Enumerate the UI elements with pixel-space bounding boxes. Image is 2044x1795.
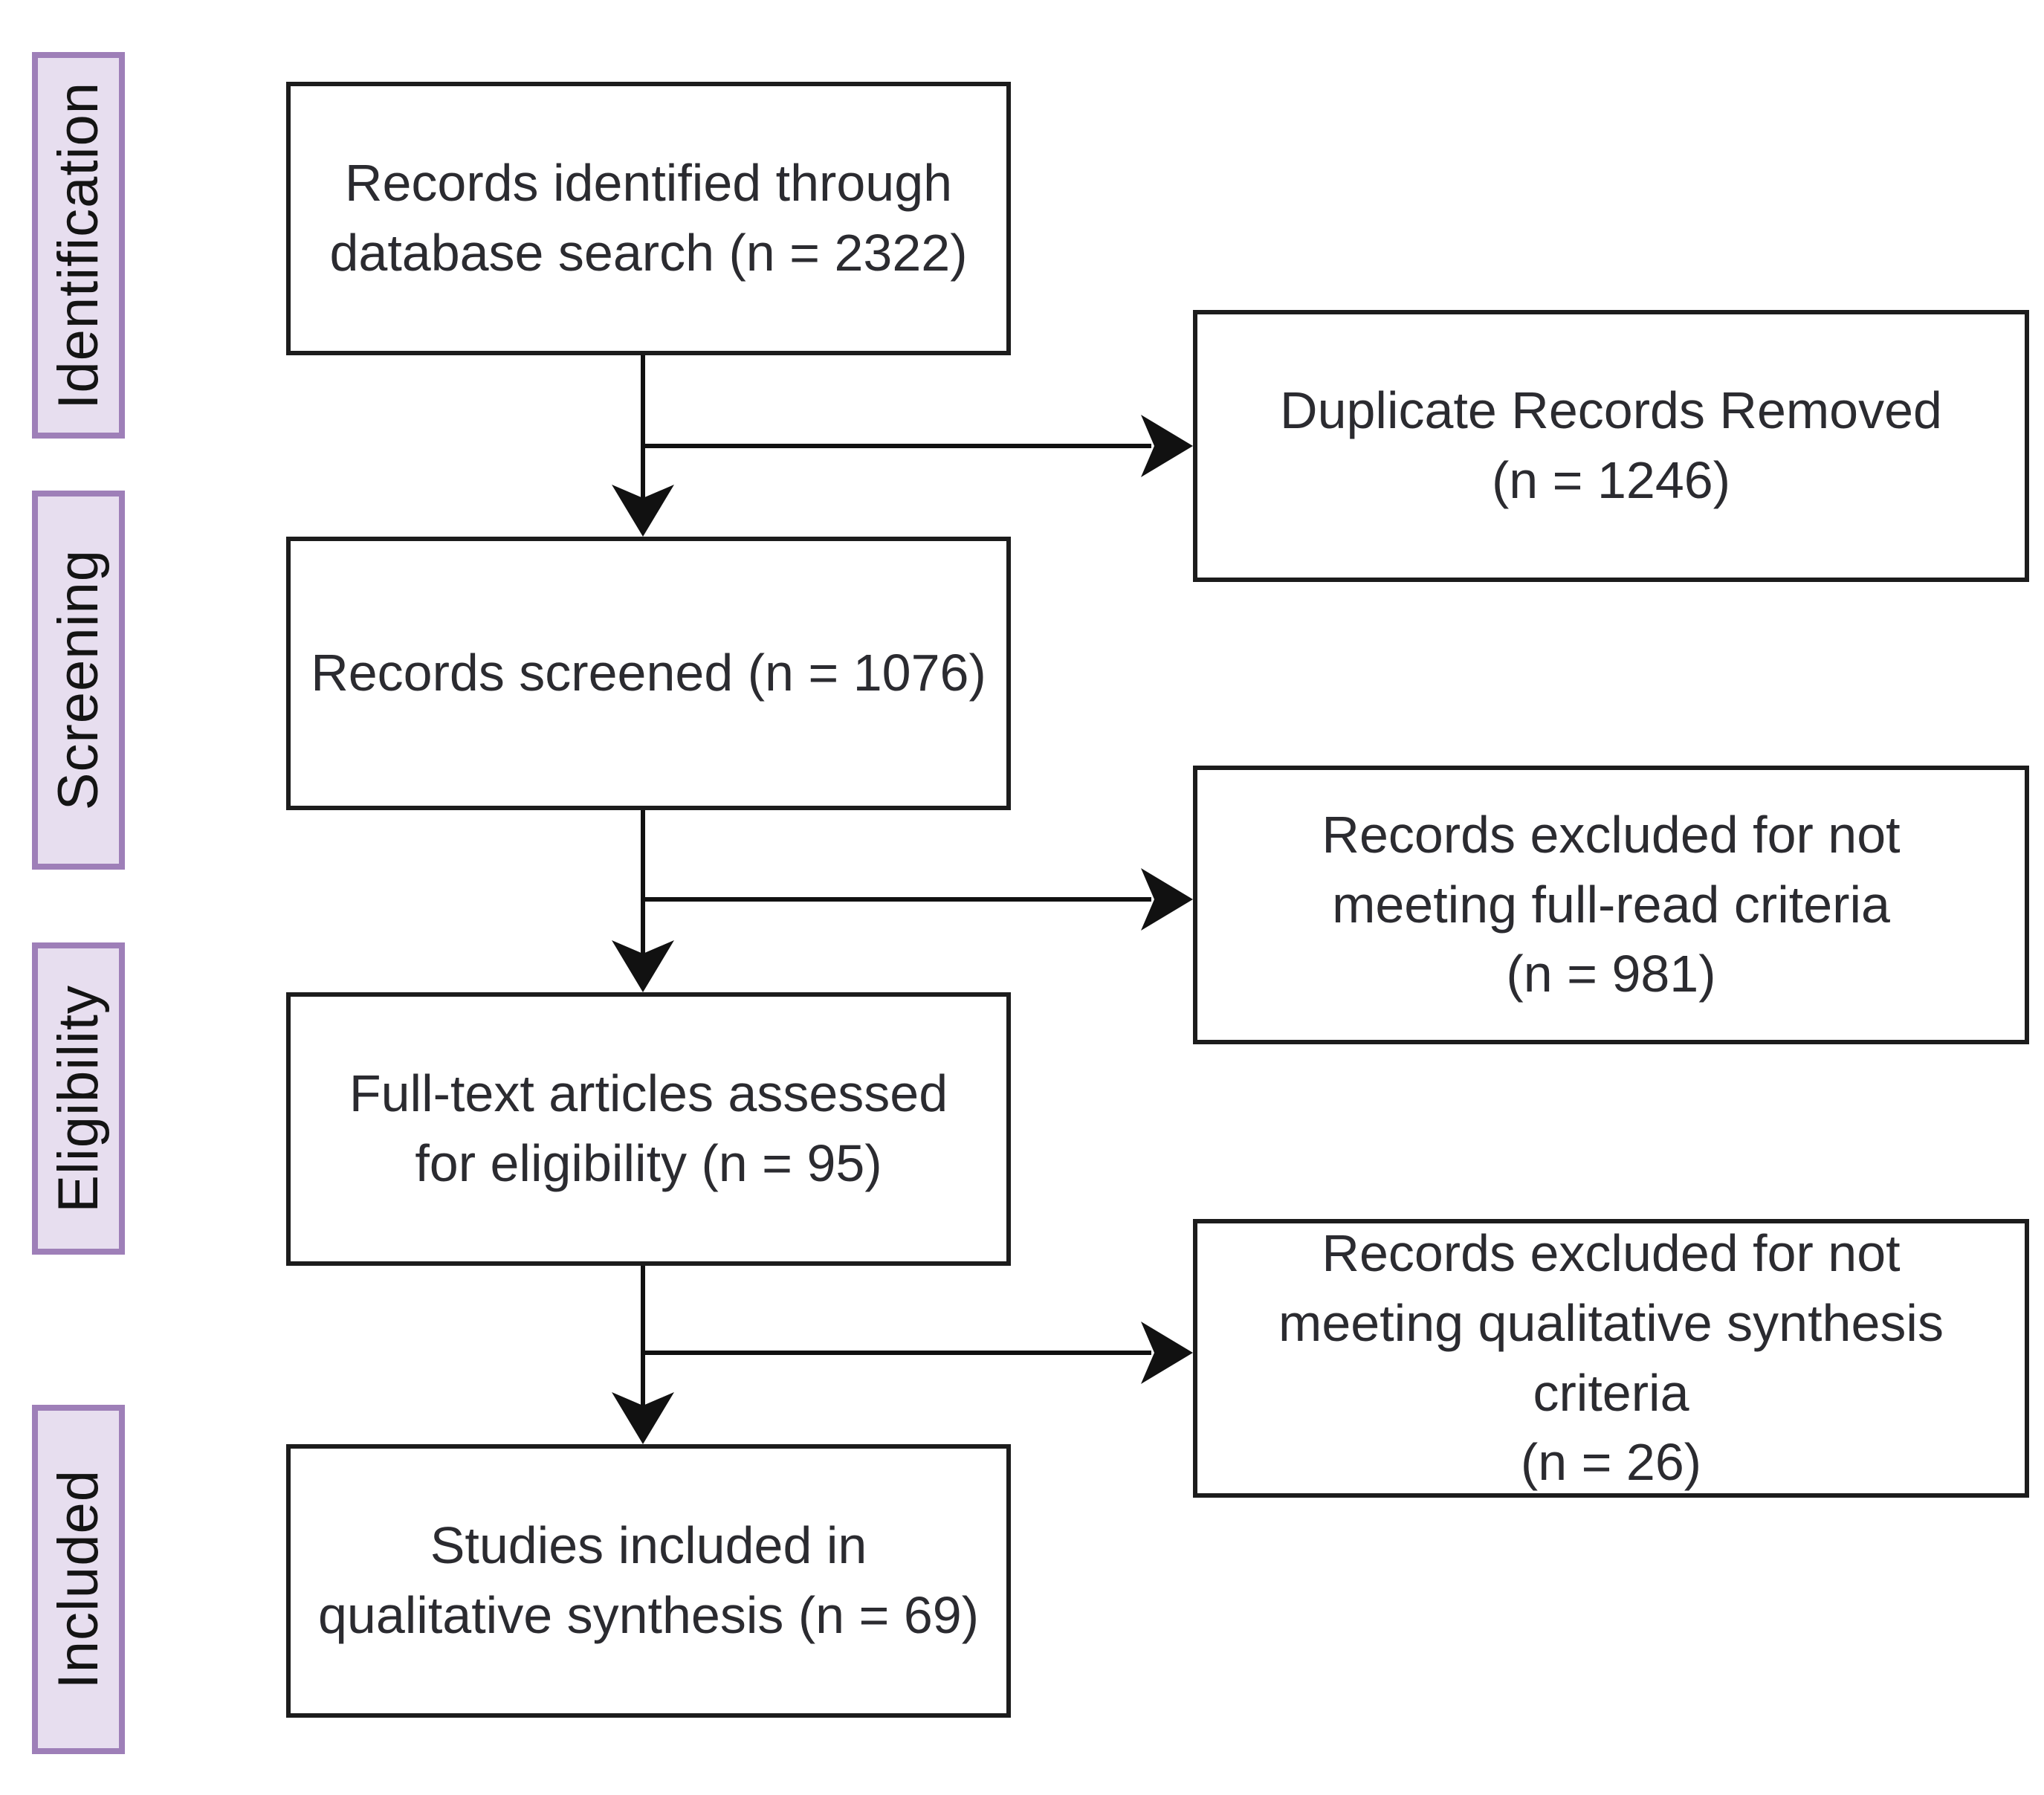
box-fulltext-assessed-label: Full-text articles assessed for eligibil… [349,1064,948,1192]
box-records-identified: Records identified through database sear… [286,82,1011,355]
stage-label-text: Eligibility [47,984,110,1213]
box-excluded-fullread: Records excluded for not meeting full-re… [1193,766,2029,1044]
arrowhead-fulltext-to-included [612,1392,674,1444]
box-excluded-qualitative-label: Records excluded for not meeting qualita… [1278,1223,1944,1492]
stage-label-text: Included [47,1469,110,1689]
box-excluded-qualitative: Records excluded for not meeting qualita… [1193,1219,2029,1498]
box-duplicates-removed: Duplicate Records Removed (n = 1246) [1193,310,2029,582]
stage-label-text: Screening [47,549,110,811]
stage-label-included: Included [32,1405,125,1754]
arrowhead-to-duplicates-removed [1141,415,1193,477]
stage-label-text: Identification [47,81,110,410]
box-fulltext-assessed: Full-text articles assessed for eligibil… [286,992,1011,1266]
stage-label-screening: Screening [32,491,125,870]
arrowhead-screened-to-fulltext [612,940,674,992]
box-studies-included: Studies included in qualitative synthesi… [286,1444,1011,1718]
stage-label-eligibility: Eligibility [32,942,125,1255]
box-excluded-fullread-label: Records excluded for not meeting full-re… [1322,805,1901,1003]
stage-label-identification: Identification [32,52,125,439]
box-studies-included-label: Studies included in qualitative synthesi… [317,1516,980,1644]
arrowhead-to-excluded-fullread [1141,868,1193,931]
arrowhead-to-excluded-qualitative [1141,1322,1193,1384]
box-records-screened: Records screened (n = 1076) [286,537,1011,810]
box-records-identified-label: Records identified through database sear… [329,154,968,282]
box-duplicates-removed-label: Duplicate Records Removed (n = 1246) [1280,381,1942,509]
box-records-screened-label: Records screened (n = 1076) [311,644,986,702]
arrowhead-identified-to-screened [612,485,674,537]
